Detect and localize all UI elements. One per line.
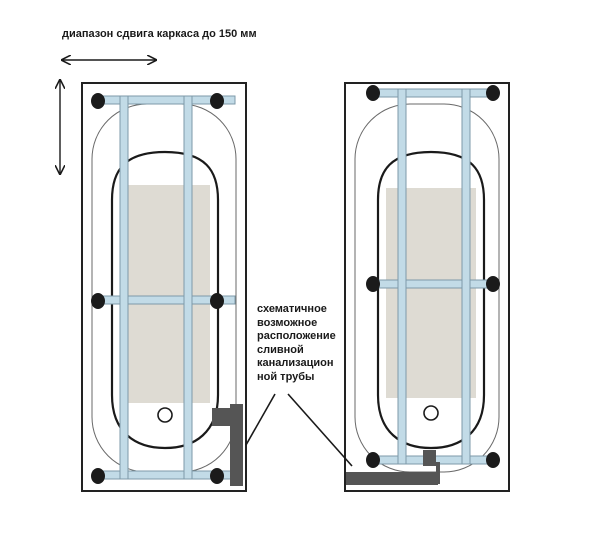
support-foot-icon	[486, 276, 500, 292]
pointer-line-right	[287, 393, 353, 467]
support-foot-icon	[91, 468, 105, 484]
pointer-line-left	[245, 393, 276, 446]
support-foot-icon	[366, 452, 380, 468]
note-line: схематичное	[257, 303, 327, 315]
note-line: канализацион	[257, 357, 334, 369]
frame-rail-middle	[367, 279, 499, 289]
shift-range-caption: диапазон сдвига каркаса до 150 мм	[62, 28, 257, 40]
frame-beam-right	[461, 88, 471, 465]
note-line: сливной	[257, 343, 304, 356]
drain-pipe-right-run	[346, 472, 438, 485]
support-foot-icon	[486, 452, 500, 468]
frame-beam-left	[119, 95, 129, 480]
drain-pipe-left	[212, 404, 243, 486]
support-foot-icon	[366, 276, 380, 292]
frame-beam-left	[397, 88, 407, 465]
support-foot-icon	[210, 93, 224, 109]
support-foot-icon	[486, 85, 500, 101]
bathtub-right	[344, 82, 510, 492]
support-foot-icon	[91, 93, 105, 109]
tub-bottom-left	[120, 185, 210, 403]
frame-beam-right	[183, 95, 193, 480]
support-foot-icon	[210, 293, 224, 309]
support-feet-left	[91, 93, 224, 484]
note-line: возможное	[257, 316, 318, 329]
note-line: расположение	[257, 330, 336, 342]
support-foot-icon	[91, 293, 105, 309]
support-feet-right	[366, 85, 500, 468]
drain-hole-icon	[157, 407, 173, 423]
drain-hole-icon	[423, 405, 439, 421]
bathtub-left	[81, 82, 247, 492]
drain-pipe-note: схематичное возможное расположение сливн…	[257, 303, 347, 384]
support-foot-icon	[210, 468, 224, 484]
support-foot-icon	[366, 85, 380, 101]
note-line: ной трубы	[257, 370, 315, 383]
frame-rail-top	[367, 88, 499, 98]
